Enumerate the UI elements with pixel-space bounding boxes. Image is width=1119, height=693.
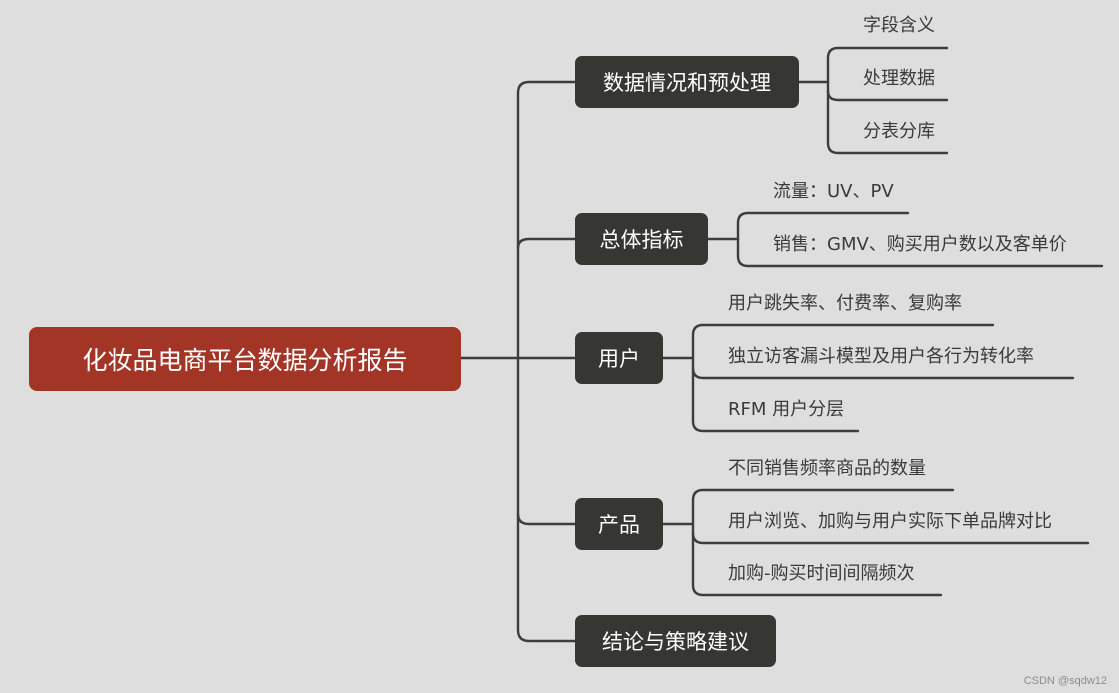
connector-branch-5 [516, 628, 577, 643]
leaf-node[interactable]: 处理数据 [863, 68, 935, 89]
branch-node-data-prep[interactable]: 数据情况和预处理 [575, 56, 799, 108]
branch-node-users[interactable]: 用户 [575, 332, 663, 384]
connector-leaf-2-1 [736, 211, 910, 241]
connector-branch-2 [516, 237, 577, 250]
leaf-node[interactable]: 流量：UV、PV [773, 181, 894, 202]
connector-branch-4 [516, 512, 577, 526]
connector-leaf-3-3 [691, 366, 860, 433]
leaf-node[interactable]: 加购-购买时间间隔频次 [728, 563, 915, 584]
branch-node-conclusions[interactable]: 结论与策略建议 [575, 615, 776, 667]
leaf-node[interactable]: 用户跳失率、付费率、复购率 [728, 293, 962, 314]
connector-leaf-2-2 [736, 237, 1104, 268]
branch-node-products[interactable]: 产品 [575, 498, 663, 550]
connector-leaf-1-3 [826, 89, 949, 155]
connector-leaf-4-1 [691, 488, 955, 526]
root-node[interactable]: 化妆品电商平台数据分析报告 [29, 327, 461, 391]
connector-leaf-3-1 [691, 323, 995, 360]
leaf-node[interactable]: RFM 用户分层 [728, 399, 845, 420]
watermark: CSDN @sqdw12 [1023, 675, 1107, 687]
branch-node-overall-metrics[interactable]: 总体指标 [575, 213, 708, 265]
leaf-node[interactable]: 分表分库 [863, 121, 935, 142]
leaf-node[interactable]: 用户浏览、加购与用户实际下单品牌对比 [728, 511, 1052, 532]
leaf-node[interactable]: 不同销售频率商品的数量 [728, 458, 926, 479]
connector-branch-1 [516, 80, 577, 95]
connector-leaf-4-3 [691, 531, 943, 597]
leaf-node[interactable]: 字段含义 [863, 15, 935, 36]
connector-leaf-1-1 [826, 46, 949, 84]
leaf-node[interactable]: 销售：GMV、购买用户数以及客单价 [773, 234, 1067, 255]
leaf-node[interactable]: 独立访客漏斗模型及用户各行为转化率 [728, 346, 1034, 367]
